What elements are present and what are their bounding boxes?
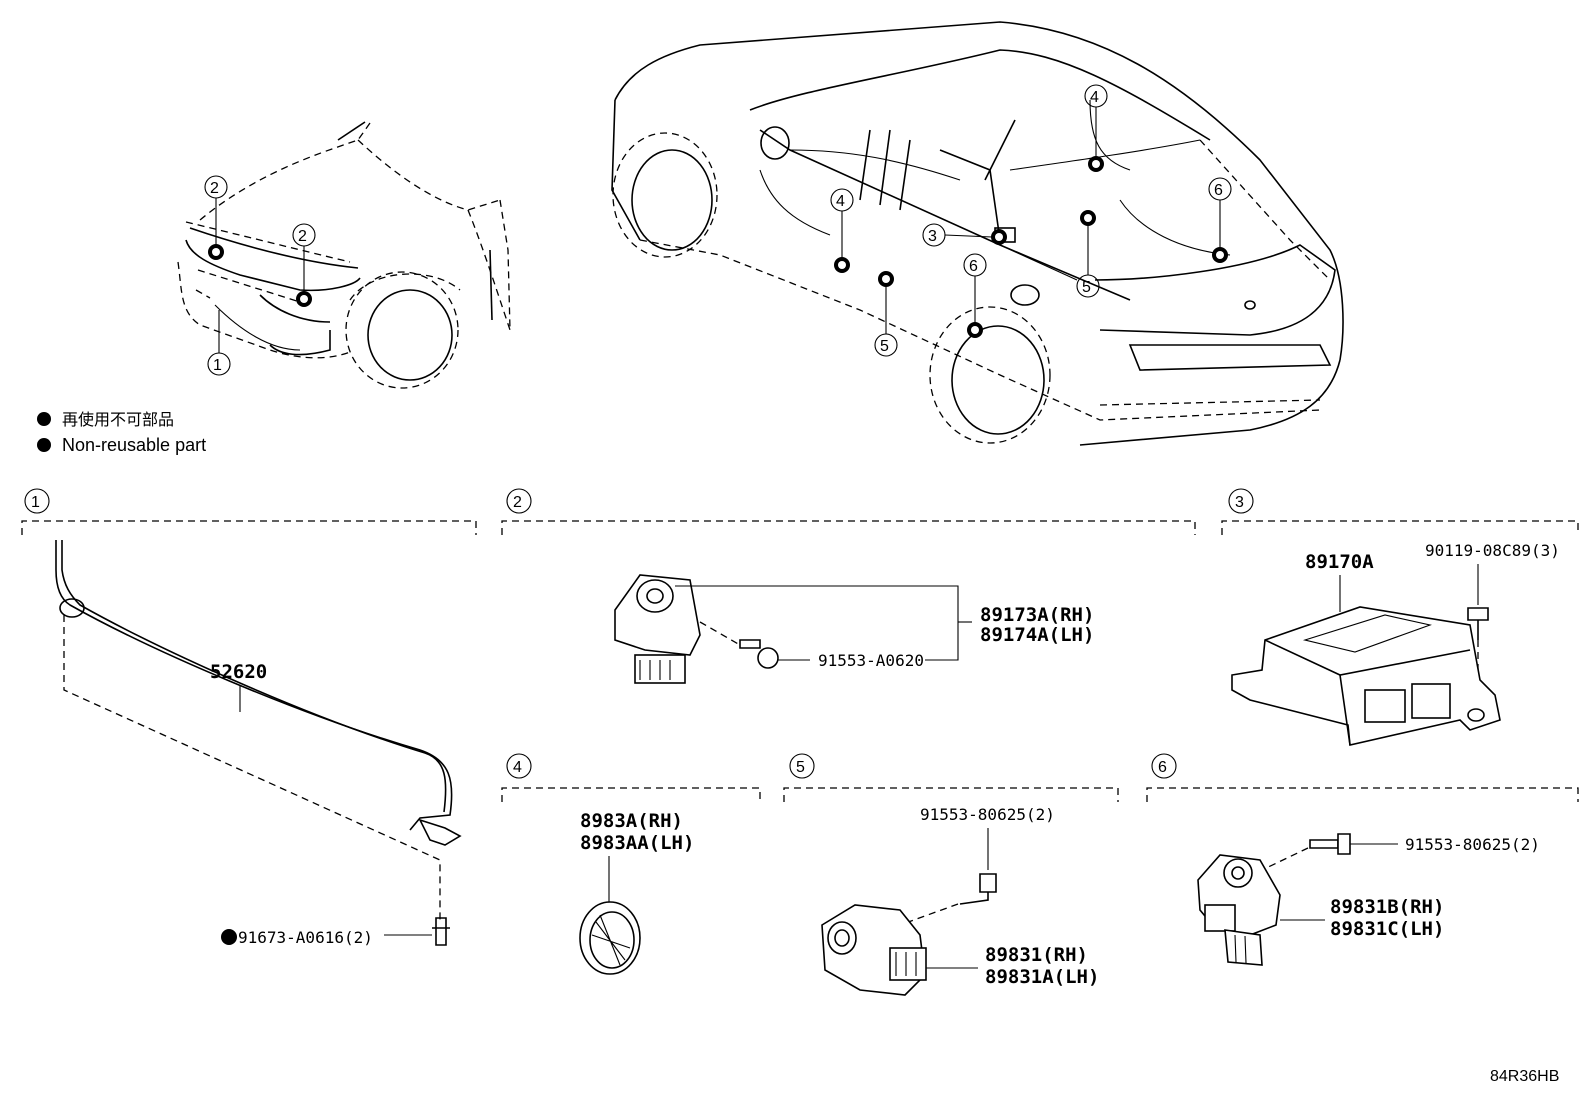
callout-front-2a: 2 — [210, 180, 219, 197]
part-8983A-RH: 8983A(RH) — [580, 810, 683, 832]
section-3: 3 89170A 90119-08C89(3) — [1221, 488, 1579, 746]
front-car-view: 2 2 1 — [177, 121, 511, 389]
callout-front-1: 1 — [213, 357, 222, 374]
legend-english: Non-reusable part — [62, 435, 206, 455]
non-reusable-bullet-icon — [37, 412, 51, 426]
part-91673-A0616: 91673-A0616(2) — [238, 928, 373, 947]
section-1-number: 1 — [31, 494, 40, 511]
part-89831A-LH: 89831A(LH) — [985, 966, 1099, 988]
callout-car-3: 3 — [928, 228, 937, 245]
callout-car-4-top: 4 — [1090, 89, 1099, 106]
non-reusable-bullet-icon — [37, 438, 51, 452]
callout-car-6-rear: 6 — [1214, 182, 1223, 199]
section-6: 6 91553-80625(2) 89831B(RH) 89831C(LH) — [1146, 753, 1579, 966]
part-91553-80625-a: 91553-80625(2) — [920, 805, 1055, 824]
part-89174A-LH: 89174A(LH) — [980, 624, 1094, 646]
section-2-number: 2 — [513, 494, 522, 511]
section-4-number: 4 — [513, 759, 522, 776]
section-5-number: 5 — [796, 759, 805, 776]
part-89831-RH: 89831(RH) — [985, 944, 1088, 966]
part-8983AA-LH: 8983AA(LH) — [580, 832, 694, 854]
section-3-number: 3 — [1235, 494, 1244, 511]
part-89170A: 89170A — [1305, 551, 1374, 573]
diagram-code: 84R36HB — [1490, 1068, 1559, 1085]
part-89831C-LH: 89831C(LH) — [1330, 918, 1444, 940]
section-5: 5 91553-80625(2) 89831(RH) 89831A(LH) — [783, 753, 1119, 996]
part-91553-A0620: 91553-A0620 — [818, 651, 924, 670]
non-reusable-bullet-icon — [221, 929, 237, 945]
part-90119-08C89: 90119-08C89(3) — [1425, 541, 1560, 560]
callout-car-5-b: 5 — [880, 338, 889, 355]
section-1: 1 52620 91673-A0616(2) — [21, 488, 477, 947]
legend: 再使用不可部品 Non-reusable part — [37, 410, 206, 455]
callout-car-4-side: 4 — [836, 193, 845, 210]
section-4: 4 8983A(RH) 8983AA(LH) — [501, 753, 761, 975]
section-2: 2 91553-A0620 89173A(RH) 89174A(LH) — [501, 488, 1196, 684]
section-6-number: 6 — [1158, 759, 1167, 776]
legend-japanese: 再使用不可部品 — [62, 410, 174, 429]
part-89831B-RH: 89831B(RH) — [1330, 896, 1444, 918]
car-interior-view: 4 6 4 3 5 6 5 — [611, 21, 1344, 446]
part-89173A-RH: 89173A(RH) — [980, 604, 1094, 626]
callout-car-5-a: 5 — [1082, 279, 1091, 296]
part-91553-80625-b: 91553-80625(2) — [1405, 835, 1540, 854]
callout-car-6-front: 6 — [969, 258, 978, 275]
callout-front-2b: 2 — [298, 228, 307, 245]
part-52620: 52620 — [210, 661, 267, 683]
